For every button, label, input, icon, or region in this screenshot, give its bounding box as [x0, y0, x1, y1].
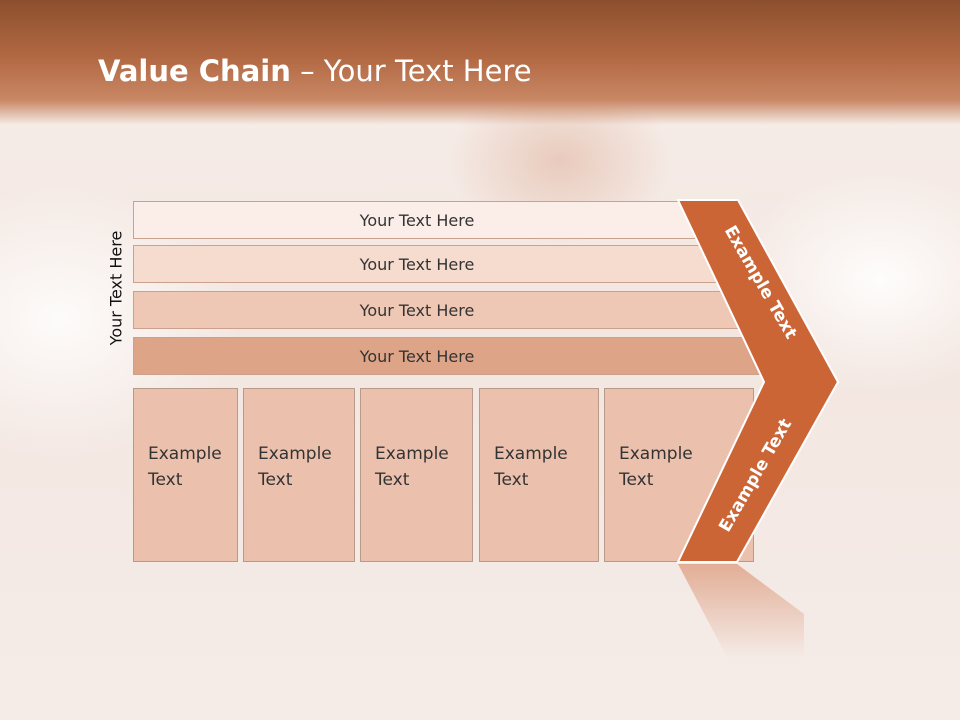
chevron-reflection — [678, 564, 804, 720]
bar-1[interactable]: Your Text Here — [133, 201, 699, 239]
chevron-shape[interactable] — [676, 199, 840, 563]
bar-2[interactable]: Your Text Here — [133, 245, 718, 283]
bar-2-label: Your Text Here — [359, 255, 475, 274]
bar-1-label: Your Text Here — [359, 211, 475, 230]
bar-3[interactable]: Your Text Here — [133, 291, 739, 329]
bar-4-label: Your Text Here — [359, 347, 475, 366]
bar-3-label: Your Text Here — [359, 301, 475, 320]
title-banner — [0, 0, 960, 125]
bar-4[interactable]: Your Text Here — [133, 337, 761, 375]
slide-title: Value Chain – Your Text Here — [98, 54, 532, 88]
